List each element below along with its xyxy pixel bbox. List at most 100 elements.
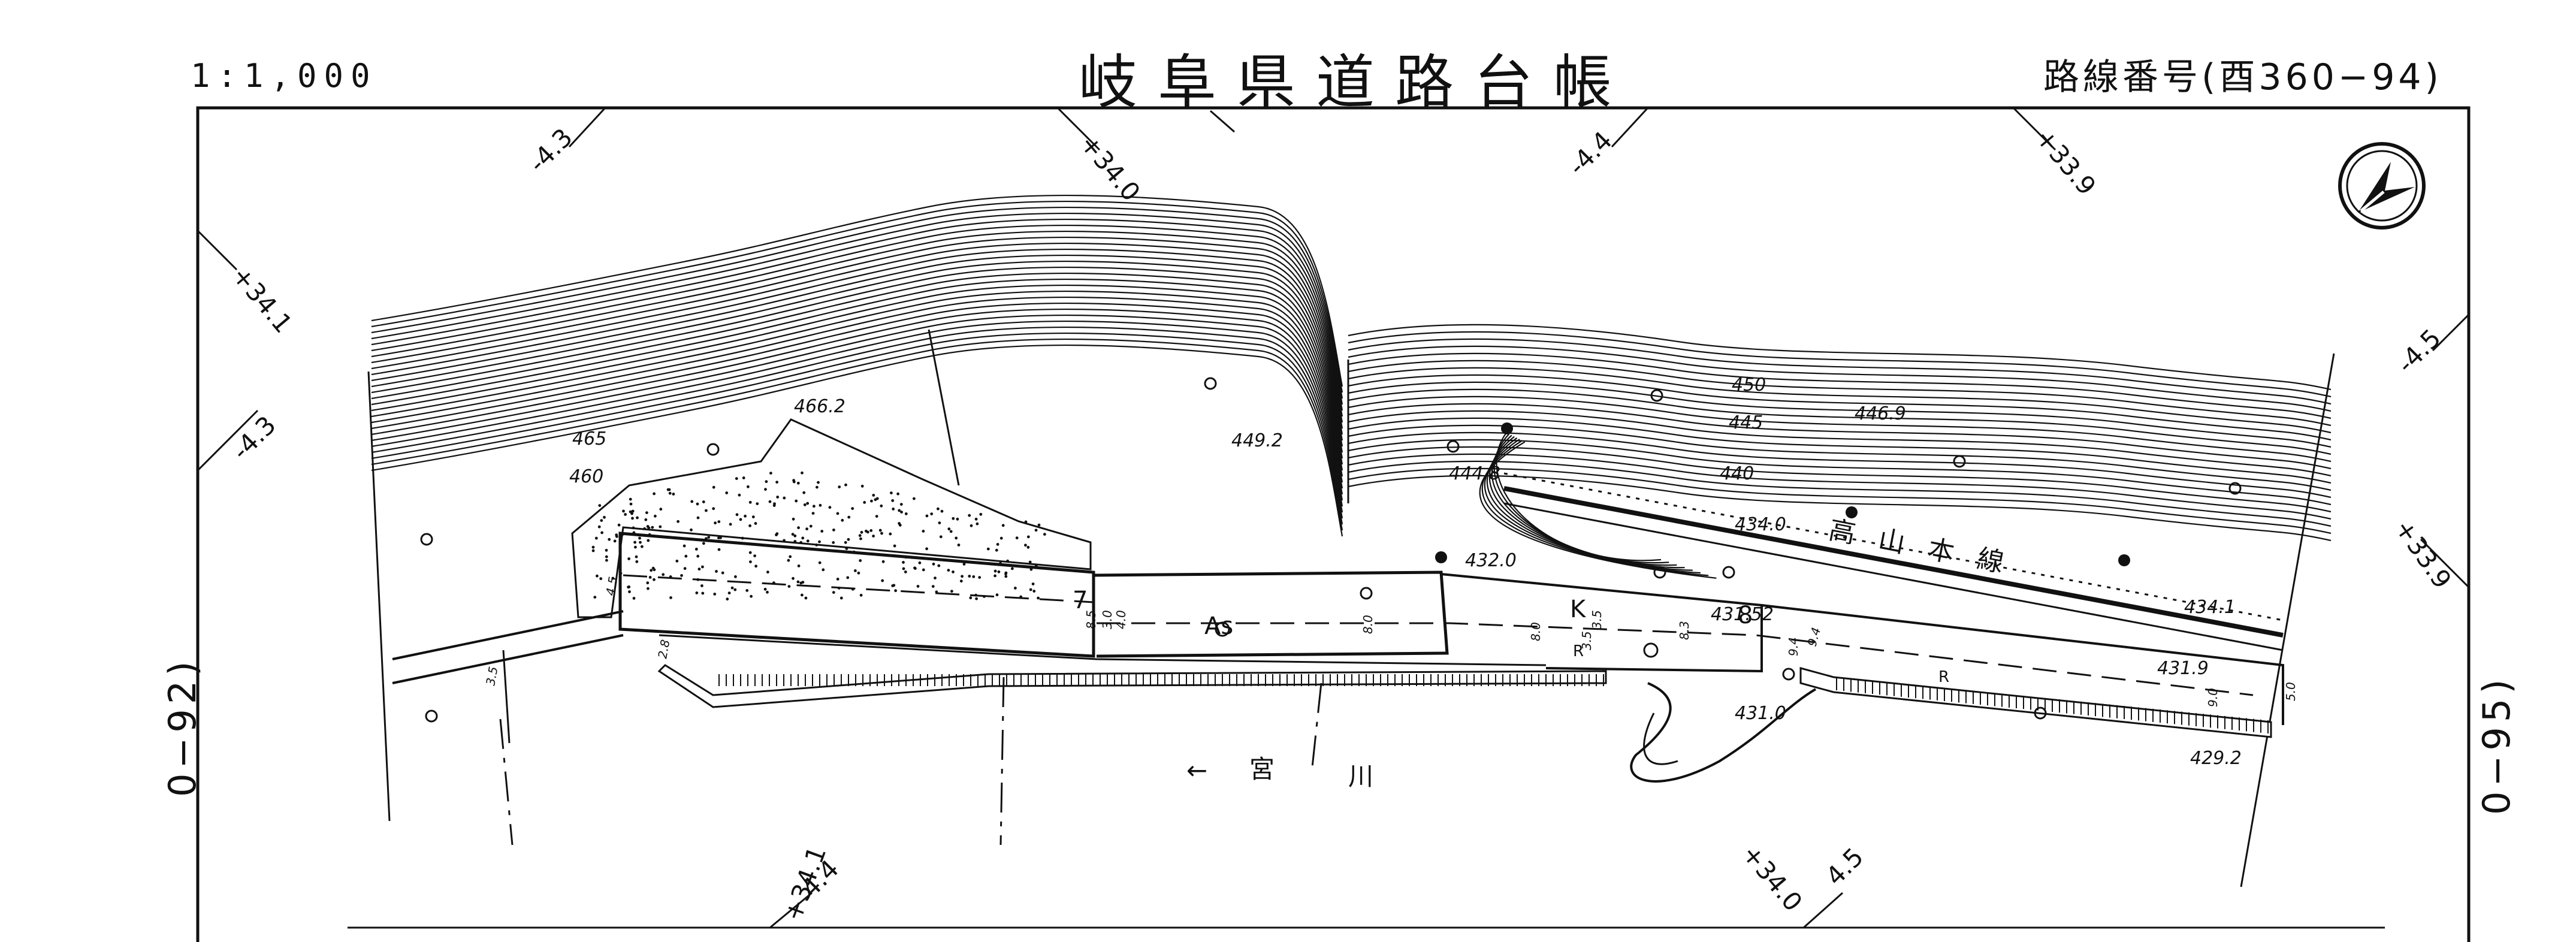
stipple-dot [776,496,780,499]
road-letter: 7 [1073,587,1088,614]
road-letter: K [1570,596,1587,623]
stipple-dot [846,576,850,579]
stipple-dot [913,497,916,500]
stipple-dot [968,575,971,578]
stipple-dot [696,516,700,520]
stipple-dot [904,512,908,515]
stipple-dot [801,593,804,597]
elevation-label: 432.0 [1465,550,1517,571]
contour-line [371,248,1343,441]
stipple-dot [890,491,893,494]
stipple-dot [600,531,603,535]
stipple-dot [806,502,810,505]
stipple-dot [795,499,798,503]
width-label: 3.5 [483,665,500,686]
stipple-dot [742,476,745,479]
stipple-dot [629,497,632,501]
stipple-dot [1031,582,1035,585]
width-label: 9.4 [1786,637,1801,656]
stipple-dot [789,555,792,558]
contour-line [1493,433,1669,564]
stipple-dot [796,580,800,584]
stipple-dot [997,570,1001,573]
contour-line [371,308,1343,501]
stipple-dot [748,551,752,554]
stipple-dot [735,513,739,517]
contour-line [1348,352,2332,419]
stipple-dot [600,519,603,522]
stipple-dot [1034,529,1038,532]
width-label: 8.3 [1677,621,1692,640]
stipple-dot [748,524,751,527]
stipple-dot [1015,536,1019,540]
stipple-dot [783,539,786,542]
stipple-dot [930,512,934,515]
stipple-dot [713,593,717,596]
stipple-dot [754,564,757,568]
stipple-dot [974,517,978,521]
stipple-dot [1004,575,1008,578]
stipple-dot [717,536,720,540]
stipple-dot [841,518,844,522]
contour-line [371,194,1343,387]
stipple-dot [631,509,635,513]
stipple-dot [662,573,665,576]
contour-line [1348,460,2332,527]
stipple-dot [702,500,705,503]
stipple-dot [899,503,903,506]
stipple-dot [809,524,813,528]
stipple-dot [938,521,941,524]
stipple-dot [925,514,929,518]
stipple-dot [793,534,797,538]
elevation-label: 450 [1732,375,1766,395]
stipple-dot [714,521,717,525]
stipple-dot [955,536,958,540]
stipple-dot [922,530,925,533]
stipple-dot [739,518,742,521]
stipple-dot [1011,567,1014,570]
stipple-dot [647,587,650,590]
stipple-dot [672,493,675,496]
station-label: 4.5 [1820,842,1869,891]
stipple-dot [727,591,731,594]
stipple-dot [787,558,790,562]
stipple-dot [859,537,862,541]
elevation-label: 460 [569,466,603,487]
survey-points [420,377,2242,723]
stipple-dot [961,575,964,578]
retaining-wall [657,664,2272,738]
contour-line [371,230,1343,423]
stipple-dot [748,500,752,504]
stipple-dot [705,509,708,512]
elevation-label: 431.52 [1711,604,1774,625]
stipple-dot [675,559,679,563]
railway [1503,472,2284,651]
stipple-dot [1006,559,1009,563]
stipple-dot [1028,560,1032,564]
stipple-dot [629,510,632,514]
contour-line [371,200,1343,393]
width-label: 8.0 [1361,615,1375,634]
stipple-dot [1026,545,1030,549]
stipple-dot [892,508,895,511]
stipple-dot [644,518,648,521]
width-label: 4.0 [1114,610,1128,629]
stipple-dot [999,536,1003,540]
stipple-dot [599,577,603,581]
contour-line [371,284,1343,477]
stipple-dot [1037,523,1041,527]
stipple-dot [952,517,955,520]
stipple-dot [796,481,800,485]
stipple-dot [859,593,863,597]
benchmark-dots [1435,422,2130,566]
stipple-dot [801,581,805,584]
stipple-dot [783,496,786,500]
stipple-dot [925,547,928,551]
stipple-dot [765,480,768,484]
stipple-dot [806,539,810,543]
stipple-dot [646,525,650,528]
stipple-dot [597,525,601,529]
contour-line [1348,424,2332,491]
